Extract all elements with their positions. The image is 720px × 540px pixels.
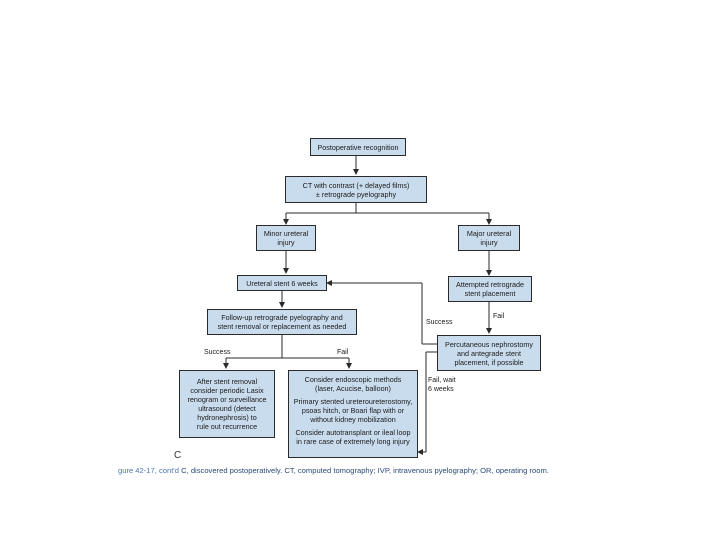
node-ct-contrast: CT with contrast (+ delayed films) ± ret…	[285, 176, 427, 203]
label-success-right: Success	[426, 319, 453, 326]
label-success-left: Success	[204, 349, 231, 356]
node-postoperative-recognition: Postoperative recognition	[310, 138, 406, 156]
node-text: Minor ureteral injury	[263, 229, 309, 247]
figure-number: gure 42-17, cont'd	[118, 466, 179, 475]
node-consider-methods: Consider endoscopic methods (laser, Acuc…	[288, 370, 418, 458]
node-text: Attempted retrograde stent placement	[456, 280, 524, 298]
node-after-stent-removal: After stent removal consider periodic La…	[179, 370, 275, 438]
node-minor-injury: Minor ureteral injury	[256, 225, 316, 251]
node-text: CT with contrast (+ delayed films) ± ret…	[302, 180, 410, 199]
node-text: After stent removal consider periodic La…	[187, 377, 267, 431]
caption-text: C, discovered postoperatively. CT, compu…	[181, 466, 549, 475]
node-attempted-retrograde: Attempted retrograde stent placement	[448, 276, 532, 302]
node-percutaneous-nephrostomy: Percutaneous nephrostomy and antegrade s…	[437, 335, 541, 371]
node-text: Consider endoscopic methods (laser, Acuc…	[304, 375, 402, 393]
node-text: Consider autotransplant or ileal loop in…	[295, 428, 411, 446]
node-major-injury: Major ureteral injury	[458, 225, 520, 251]
node-text: Postoperative recognition	[317, 142, 399, 152]
label-fail-left: Fail	[337, 349, 349, 356]
panel-letter: C	[174, 450, 182, 461]
node-follow-up: Follow-up retrograde pyelography and ste…	[207, 309, 357, 335]
node-ureteral-stent: Ureteral stent 6 weeks	[237, 275, 327, 291]
node-text: Primary stented ureteroureterostomy, pso…	[293, 397, 413, 424]
node-text: Major ureteral injury	[466, 229, 512, 247]
node-text: Ureteral stent 6 weeks	[246, 278, 318, 288]
figure-caption: gure 42-17, cont'd C, discovered postope…	[118, 466, 549, 475]
node-text: Percutaneous nephrostomy and antegrade s…	[445, 339, 533, 367]
label-fail-wait: Fail, wait 6 weeks	[428, 377, 456, 393]
node-text: Follow-up retrograde pyelography and ste…	[217, 313, 347, 331]
label-fail-right: Fail	[493, 313, 505, 320]
